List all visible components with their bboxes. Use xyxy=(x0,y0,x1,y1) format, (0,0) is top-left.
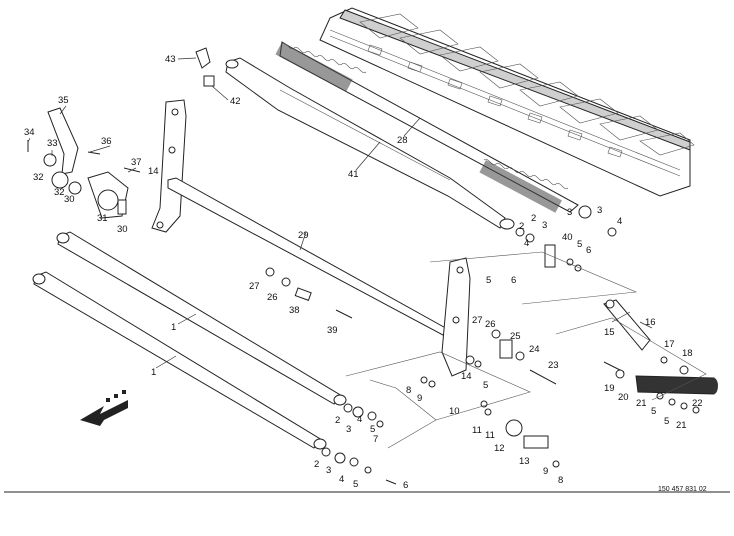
callout: 21 xyxy=(636,398,647,409)
auger-part-28 xyxy=(275,41,579,213)
grouping-outlines xyxy=(345,251,707,449)
cutter-bar-assembly xyxy=(319,7,695,197)
callout: 14 xyxy=(148,166,159,177)
callout: 9 xyxy=(543,466,548,477)
callout: 2 xyxy=(519,221,524,232)
callout: 5 xyxy=(577,239,582,250)
callout: 3 xyxy=(597,205,602,216)
callout: 4 xyxy=(357,414,362,425)
direction-arrow xyxy=(80,390,128,426)
callout: 5 xyxy=(353,479,358,490)
callout: 6 xyxy=(586,245,591,256)
callout: 5 xyxy=(486,275,491,286)
callout: 6 xyxy=(403,480,408,491)
callout: 10 xyxy=(449,406,460,417)
callout: 38 xyxy=(289,305,300,316)
callout: 11 xyxy=(485,430,495,441)
callout: 5 xyxy=(664,416,669,427)
callout: 30 xyxy=(117,224,128,235)
callout: 32 xyxy=(54,187,65,198)
callout: 19 xyxy=(604,383,615,394)
callout: 13 xyxy=(519,456,530,467)
callout: 12 xyxy=(494,443,505,454)
callout: 37 xyxy=(131,157,142,168)
callout: 26 xyxy=(485,319,496,330)
callout: 3 xyxy=(346,424,351,435)
callout: 11 xyxy=(472,425,482,436)
callout: 5 xyxy=(651,406,656,417)
callout: 22 xyxy=(692,398,703,409)
callout: 15 xyxy=(604,327,615,338)
callout: 2 xyxy=(314,459,319,470)
hardware-items xyxy=(195,47,700,485)
callout: 3 xyxy=(326,465,331,476)
callout: 30 xyxy=(64,194,75,205)
callout: 8 xyxy=(558,475,563,486)
drawing-reference: 150 457 831 02 xyxy=(658,486,707,493)
callout: 27 xyxy=(249,281,260,292)
callout: 4 xyxy=(524,238,529,249)
callout: 2 xyxy=(531,213,536,224)
callout: 14 xyxy=(461,371,472,382)
callout: 3 xyxy=(567,207,572,218)
callout: 4 xyxy=(617,216,622,227)
callout: 32 xyxy=(33,172,44,183)
tube-part-1-lower xyxy=(32,271,327,450)
callout: 33 xyxy=(47,138,58,149)
callout: 21 xyxy=(676,420,687,431)
callout: 8 xyxy=(406,385,411,396)
callout: 31 xyxy=(97,213,108,224)
callout: 7 xyxy=(373,434,378,445)
callout: 3 xyxy=(542,220,547,231)
roller-part-20 xyxy=(635,375,718,395)
side-plate-right xyxy=(441,257,471,377)
side-plate-left xyxy=(151,99,187,233)
callout: 24 xyxy=(529,344,540,355)
callout: 42 xyxy=(230,96,241,107)
callout: 36 xyxy=(101,136,112,147)
callout: 1 xyxy=(151,367,156,378)
callout: 2 xyxy=(335,415,340,426)
callout: 34 xyxy=(24,127,35,138)
callout: 28 xyxy=(397,135,408,146)
leader-lines xyxy=(27,57,653,369)
callout-labels: 43 42 35 34 33 32 36 37 14 32 30 31 30 4… xyxy=(24,54,703,491)
callout: 40 xyxy=(562,232,573,243)
callout: 18 xyxy=(682,348,693,359)
callout: 16 xyxy=(645,317,656,328)
callout: 4 xyxy=(339,474,344,485)
lever-part-16 xyxy=(603,299,651,351)
callout: 20 xyxy=(618,392,629,403)
callout: 27 xyxy=(472,315,483,326)
callout: 5 xyxy=(370,424,375,435)
callout: 23 xyxy=(548,360,559,371)
callout: 9 xyxy=(417,393,422,404)
callout: 26 xyxy=(267,292,278,303)
callout: 25 xyxy=(510,331,521,342)
callout: 1 xyxy=(171,322,176,333)
callout: 41 xyxy=(348,169,359,180)
callout: 29 xyxy=(298,230,309,241)
callout: 43 xyxy=(165,54,176,65)
callout: 39 xyxy=(327,325,338,336)
tube-part-1-upper xyxy=(56,231,347,406)
callout: 17 xyxy=(664,339,675,350)
left-bracket-group xyxy=(27,107,141,219)
tube-part-41 xyxy=(225,57,515,230)
callout: 6 xyxy=(511,275,516,286)
callout: 5 xyxy=(483,380,488,391)
callout: 35 xyxy=(58,95,69,106)
